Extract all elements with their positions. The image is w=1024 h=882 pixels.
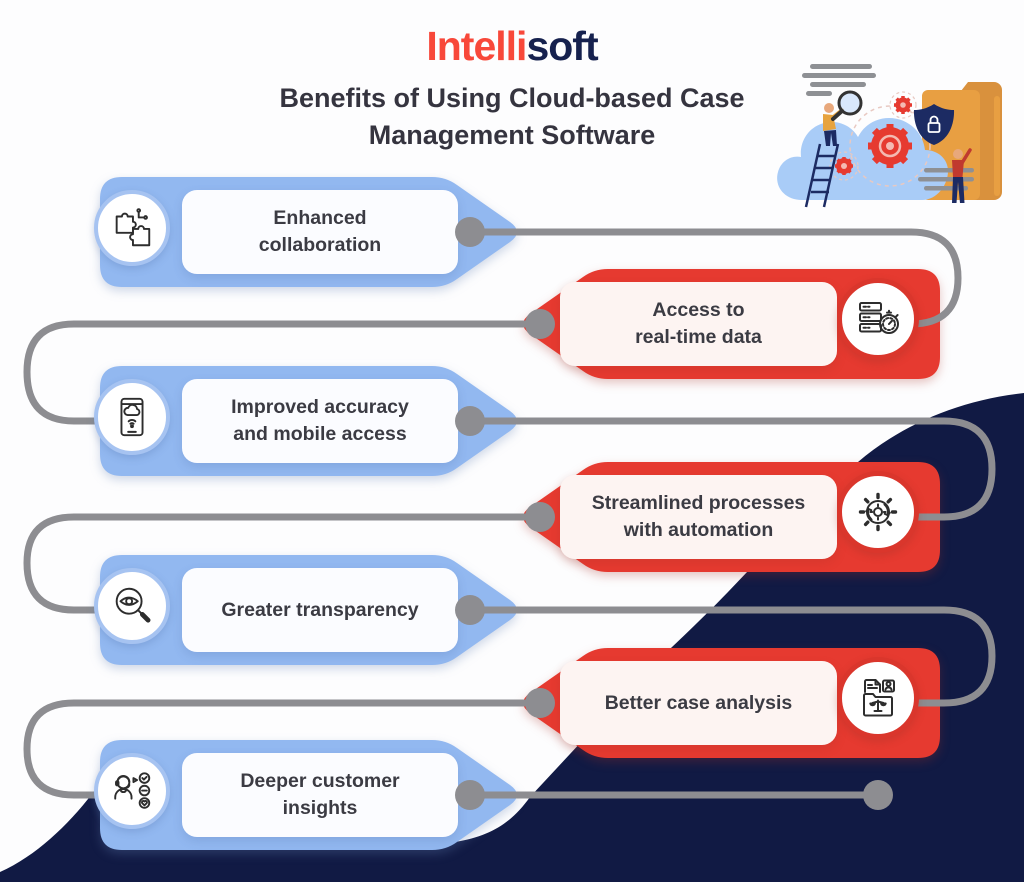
mobile-cloud-icon: [120, 397, 144, 437]
case-analysis-icon: [863, 679, 895, 717]
benefit-label-6: Better case analysis: [560, 661, 837, 745]
benefit-label-3: Improved accuracy and mobile access: [182, 379, 458, 463]
benefit-icon-circle-6: [837, 657, 919, 739]
benefit-label-2: Access to real-time data: [560, 282, 837, 366]
benefit-label-5: Greater transparency: [182, 568, 458, 652]
benefit-banner-1: Enhanced collaboration: [100, 177, 525, 287]
logo-part-orange: Intelli: [426, 23, 527, 69]
benefit-icon-circle-3: [94, 379, 170, 455]
benefit-label-7: Deeper customer insights: [182, 753, 458, 837]
intellisoft-logo: Intellisoft: [0, 24, 1024, 68]
benefit-icon-circle-1: [94, 190, 170, 266]
customer-headset-icon: [114, 772, 151, 809]
cloud-illustration: [777, 64, 1002, 208]
small-gear-bottom-icon: [829, 151, 859, 181]
benefit-icon-circle-4: [837, 471, 919, 553]
magnifier-illustration-icon: [831, 90, 863, 121]
page-title: Benefits of Using Cloud-based Case Manag…: [0, 80, 1024, 154]
benefit-label-1: Enhanced collaboration: [182, 190, 458, 274]
benefit-icon-circle-2: [837, 278, 919, 360]
automation-gear-icon: [858, 492, 898, 532]
server-timer-icon: [859, 302, 899, 334]
benefit-label-4: Streamlined processes with automation: [560, 475, 837, 559]
standing-person: [952, 148, 972, 203]
text-lines-icon: [802, 64, 876, 96]
dashed-circle: [849, 105, 931, 187]
ladder-icon: [804, 143, 840, 208]
small-gear-top-icon: [889, 91, 917, 119]
logo-part-navy: soft: [526, 23, 598, 69]
puzzle-icon: [115, 208, 151, 247]
header: Intellisoft Benefits of Using Cloud-base…: [0, 0, 1024, 154]
text-lines-bottom-icon: [918, 168, 974, 191]
title-line-2: Management Software: [368, 120, 656, 150]
big-gear-icon: [868, 124, 912, 168]
benefit-icon-circle-7: [94, 753, 170, 829]
shield-lock-icon: [913, 104, 955, 145]
eye-magnifier-icon: [115, 587, 151, 623]
title-line-1: Benefits of Using Cloud-based Case: [279, 83, 745, 113]
benefit-icon-circle-5: [94, 568, 170, 644]
